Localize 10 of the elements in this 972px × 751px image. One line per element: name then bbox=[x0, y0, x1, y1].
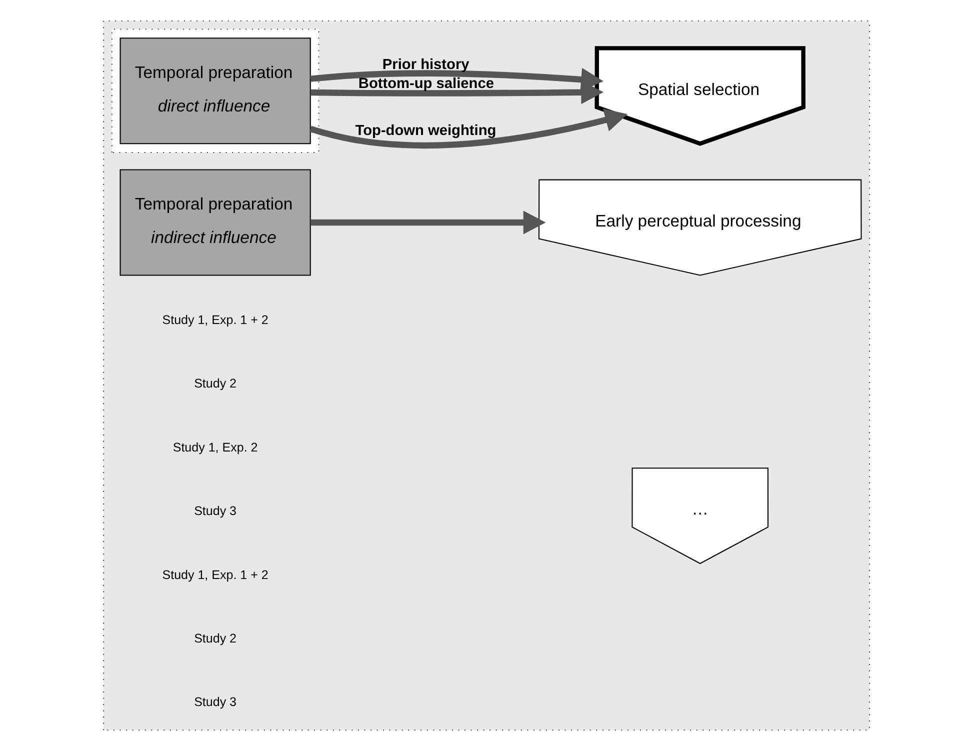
label: Study 1, Exp. 1 + 2 bbox=[162, 568, 268, 582]
edge-label: Bottom-up salience bbox=[358, 76, 494, 92]
edge-label: Top-down weighting bbox=[354, 122, 496, 139]
label: Study 1, Exp. 2 bbox=[172, 440, 258, 454]
edge-label: Prior history bbox=[382, 57, 469, 74]
label: Study 1, Exp. 1 + 2 bbox=[162, 312, 268, 327]
label: Study 3 bbox=[194, 695, 236, 710]
label: Study 2 bbox=[194, 376, 236, 391]
label: Study 3 bbox=[194, 504, 236, 518]
label: Study 2 bbox=[194, 631, 236, 646]
